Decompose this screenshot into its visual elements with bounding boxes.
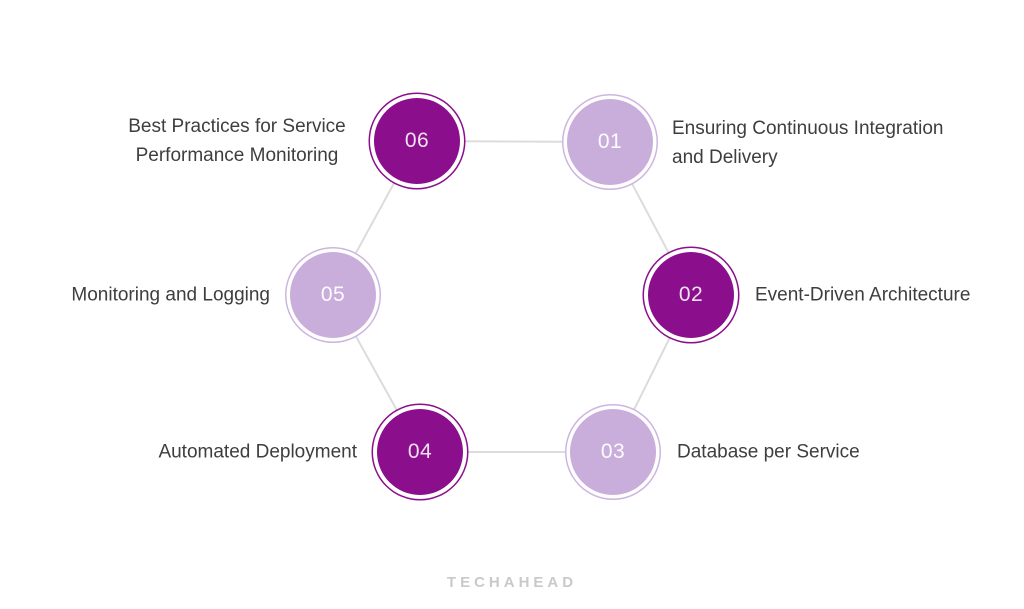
node-05-number: 05 bbox=[320, 283, 346, 306]
node-06: 06 bbox=[374, 98, 460, 184]
node-05: 05 bbox=[290, 252, 376, 338]
node-06-number: 06 bbox=[404, 129, 430, 152]
techahead-logo: TECHAHEAD bbox=[446, 574, 578, 591]
node-03-label: Database per Service bbox=[677, 441, 860, 463]
node-04-number: 04 bbox=[407, 440, 433, 463]
node-01: 01 bbox=[567, 99, 653, 185]
node-05-label: Monitoring and Logging bbox=[71, 284, 270, 306]
node-02-number: 02 bbox=[678, 283, 704, 306]
node-03-number: 03 bbox=[600, 440, 626, 463]
node-01-number: 01 bbox=[597, 130, 623, 153]
node-02-label: Event-Driven Architecture bbox=[755, 284, 971, 306]
node-04-label: Automated Deployment bbox=[158, 441, 357, 463]
node-02: 02 bbox=[648, 252, 734, 338]
node-06-label: Best Practices for Service Performance M… bbox=[128, 116, 346, 166]
node-01-label: Ensuring Continuous Integration and Deli… bbox=[672, 118, 944, 168]
node-03: 03 bbox=[570, 409, 656, 495]
node-04: 04 bbox=[377, 409, 463, 495]
